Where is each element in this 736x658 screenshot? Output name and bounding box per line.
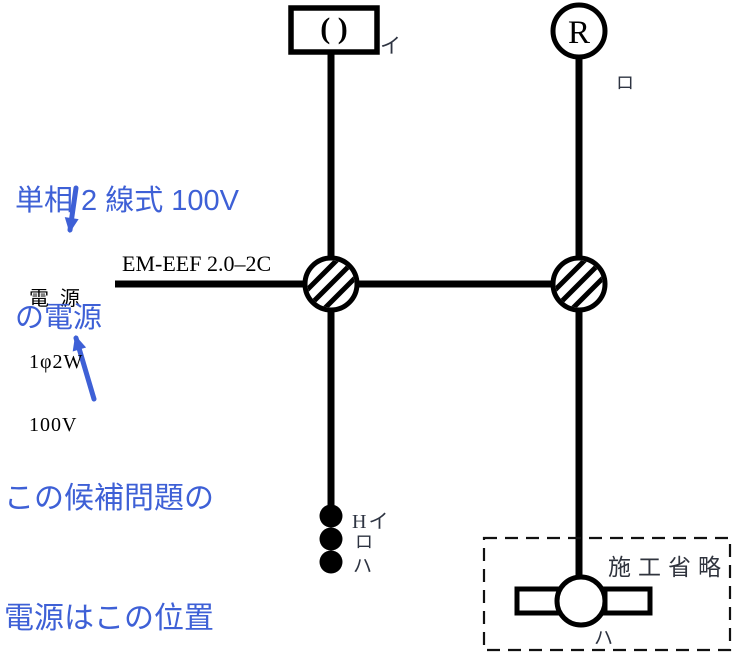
power-source-block: 電 源 1φ2W 100V [29,247,83,478]
annotation-bottom-line2: 電源はこの位置 [4,602,214,635]
receptacle-circle [550,2,608,60]
power-source-phase: 1φ2W [29,351,84,373]
switch-2-label: ロ [355,532,375,552]
power-source-title: 電 源 [29,288,83,310]
fluorescent-lamp-circle [554,574,608,628]
ceiling-rose-symbol-icon: ( ) [320,12,348,45]
switch-label-row-3: ハ [353,551,374,578]
annotation-top-line2: の電源 [15,302,103,334]
annotation-top: 単相 2 線式 100V の電源 [15,104,239,416]
switch-dot-3 [319,550,343,574]
omission-dashed-box [482,536,732,652]
switch-1-prefix: H [352,511,369,533]
switch-label-row-2: ロ [355,528,375,554]
switch-1-label: イ [368,511,391,533]
receptacle-letter: R [568,15,590,51]
power-source-voltage: 100V [29,414,78,436]
switch-dot-2 [319,527,343,551]
switch-label-row-1: Hイ [352,505,390,534]
switch-dot-1 [319,504,343,528]
omission-label: 施工省略 [608,555,728,580]
fluorescent-left-bar [514,586,563,616]
fluorescent-label: ハ [594,628,614,649]
annotation-arrow-down-icon [64,185,79,233]
annotation-bottom-line1: この候補問題の [4,482,214,515]
switch-3-label: ハ [353,556,375,577]
annotation-bottom: この候補問題の 電源はこの位置 [4,399,214,658]
annotation-top-line1: 単相 2 線式 100V [15,185,240,217]
receptacle-label: ロ [616,73,634,93]
ceiling-rose-label: イ [380,34,401,58]
fluorescent-right-bar [602,586,653,616]
cable-label: EM-EEF 2.0–2C [122,251,272,276]
ceiling-rose-box [288,5,380,55]
annotation-arrow-up-icon [72,335,97,402]
